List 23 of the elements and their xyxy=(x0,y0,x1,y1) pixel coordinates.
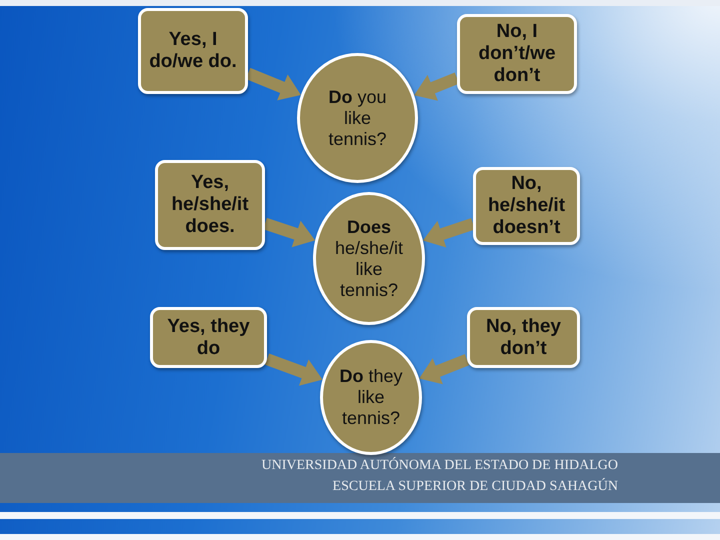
institution-name: UNIVERSIDAD AUTÓNOMA DEL ESTADO DE HIDALGO xyxy=(261,457,618,475)
answer-text: Yes, they do xyxy=(166,316,251,360)
arrow xyxy=(264,353,323,386)
arrow xyxy=(419,354,470,384)
question-text: Do they like tennis? xyxy=(338,366,404,429)
answer-text: No, I don’t/we don’t xyxy=(477,21,557,87)
answer-text: Yes, I do/we do. xyxy=(148,29,238,73)
arrow xyxy=(246,68,301,100)
answer-text: No, they don’t xyxy=(485,316,562,360)
answer-box xyxy=(457,14,577,94)
answer-text: No, he/she/it doesn’t xyxy=(486,173,566,239)
answer-box xyxy=(138,8,248,94)
institution-name: ESCUELA SUPERIOR DE CIUDAD SAHAGÚN xyxy=(332,478,618,496)
answer-box xyxy=(473,167,580,245)
arrow xyxy=(414,72,460,101)
question-text: Does he/she/it like tennis? xyxy=(334,216,404,300)
arrow xyxy=(422,218,475,248)
arrow xyxy=(263,218,316,248)
question-text: Do you like tennis? xyxy=(327,86,388,150)
answer-box xyxy=(467,307,580,368)
answer-box xyxy=(150,307,267,368)
answer-box xyxy=(155,160,265,250)
answer-text: Yes, he/she/it does. xyxy=(170,172,250,238)
